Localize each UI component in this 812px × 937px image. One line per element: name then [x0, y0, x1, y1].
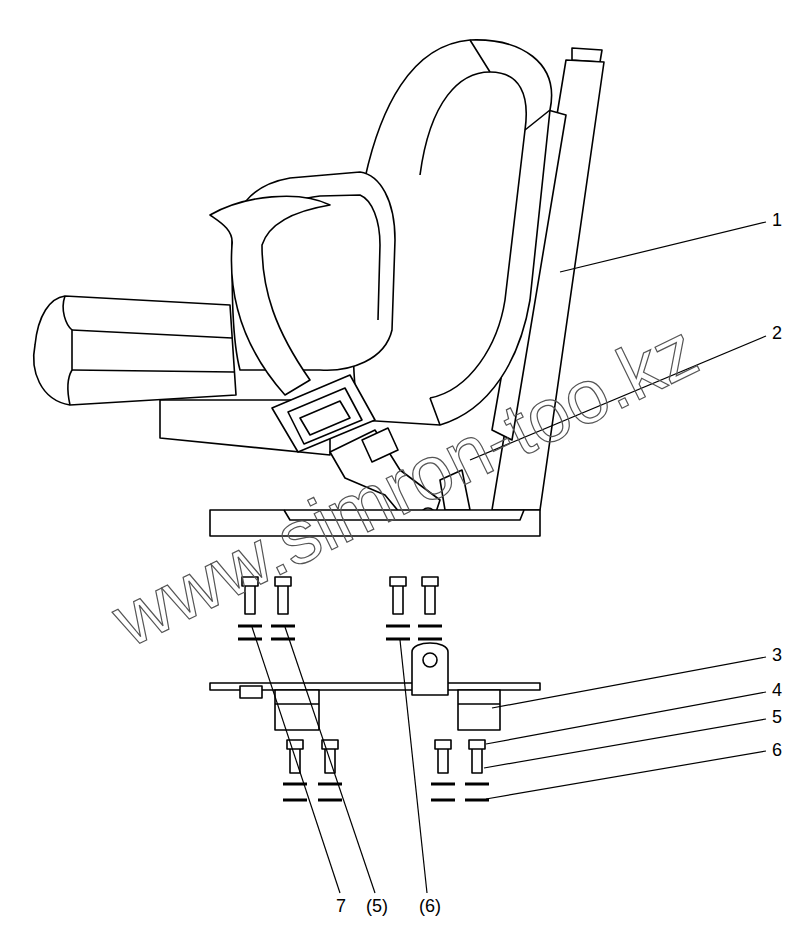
bracket-edge [458, 703, 500, 705]
seat-cushion [34, 296, 236, 405]
bracket-3 [275, 690, 319, 730]
callout-number: 2 [772, 324, 782, 342]
backrest-edge [430, 40, 550, 425]
anchor-lug [412, 643, 448, 695]
seat-belt-strap [210, 196, 330, 395]
callout-number: 3 [772, 646, 782, 664]
cushion-seam [72, 330, 234, 372]
washers-lower [283, 784, 489, 800]
cushion-edge [63, 296, 72, 405]
backrest-seam [420, 72, 526, 398]
callout-number: (5) [366, 897, 388, 915]
callout-number: 7 [336, 897, 346, 915]
callout-number: 5 [772, 708, 782, 726]
bracket-3 [458, 690, 500, 730]
callout-number: 1 [772, 211, 782, 229]
callout-number: (6) [419, 897, 441, 915]
buckle-face [288, 388, 362, 444]
bracket-edge [275, 703, 319, 705]
watermark: www.simron-too.kz [102, 311, 708, 659]
plate-block [240, 686, 262, 698]
buckle-button [300, 401, 350, 435]
washers-upper [238, 626, 442, 639]
callout-number: 4 [772, 681, 782, 699]
callout-number: 6 [772, 741, 782, 759]
lug-hole [423, 653, 437, 667]
bolts-lower [287, 740, 485, 773]
